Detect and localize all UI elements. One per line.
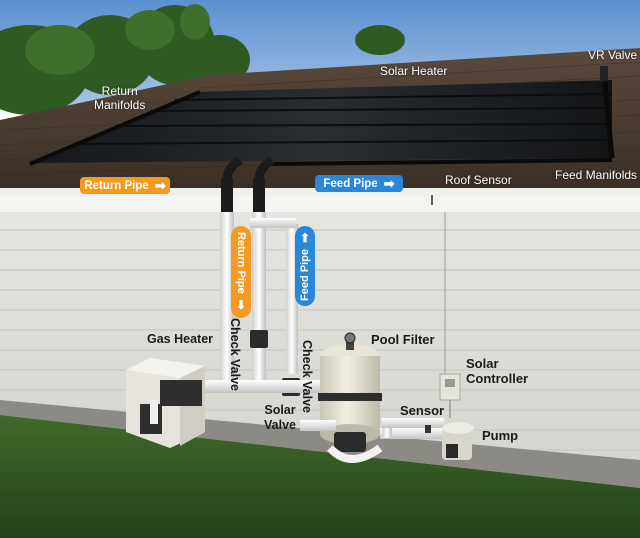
- arrow-down-icon: ⬇: [235, 297, 247, 312]
- feed-pipe-badge-text: Feed Pipe: [323, 177, 378, 190]
- feed-pipe-badge: Feed Pipe ➡: [315, 175, 403, 192]
- pool-filter-label: Pool Filter: [371, 332, 435, 347]
- pump-label: Pump: [482, 428, 519, 443]
- check-valve-left-label: Check Valve: [228, 318, 242, 391]
- solar-heater-label: Solar Heater: [380, 64, 448, 78]
- return-pipe-vertical-badge: Return Pipe ⬇: [231, 226, 251, 318]
- feed-pipe-vertical-text: Feed Pipe: [299, 249, 311, 301]
- vr-valve-label: VR Valve: [588, 48, 638, 62]
- return-pipe-vertical-text: Return Pipe: [235, 232, 247, 294]
- arrow-right-icon: ➡: [383, 176, 395, 191]
- return-pipe-badge: Return Pipe ➡: [80, 177, 170, 194]
- feed-manifolds-label: Feed Manifolds: [555, 168, 638, 182]
- solar-valve-label: Solar Valve: [264, 403, 296, 432]
- return-pipe-badge-text: Return Pipe: [84, 179, 149, 192]
- roof-sensor-label: Roof Sensor: [445, 173, 512, 187]
- sensor-label: Sensor: [400, 403, 445, 418]
- arrow-up-icon: ⬆: [299, 231, 311, 246]
- gas-heater-label: Gas Heater: [147, 332, 214, 346]
- check-valve-right-label: Check Valve: [300, 340, 314, 413]
- arrow-right-icon: ➡: [154, 178, 166, 193]
- feed-pipe-vertical-badge: ⬆ Feed Pipe: [295, 226, 315, 306]
- solar-controller-label: Solar Controller: [466, 356, 529, 386]
- return-manifolds-label: Return Manifolds: [94, 84, 146, 112]
